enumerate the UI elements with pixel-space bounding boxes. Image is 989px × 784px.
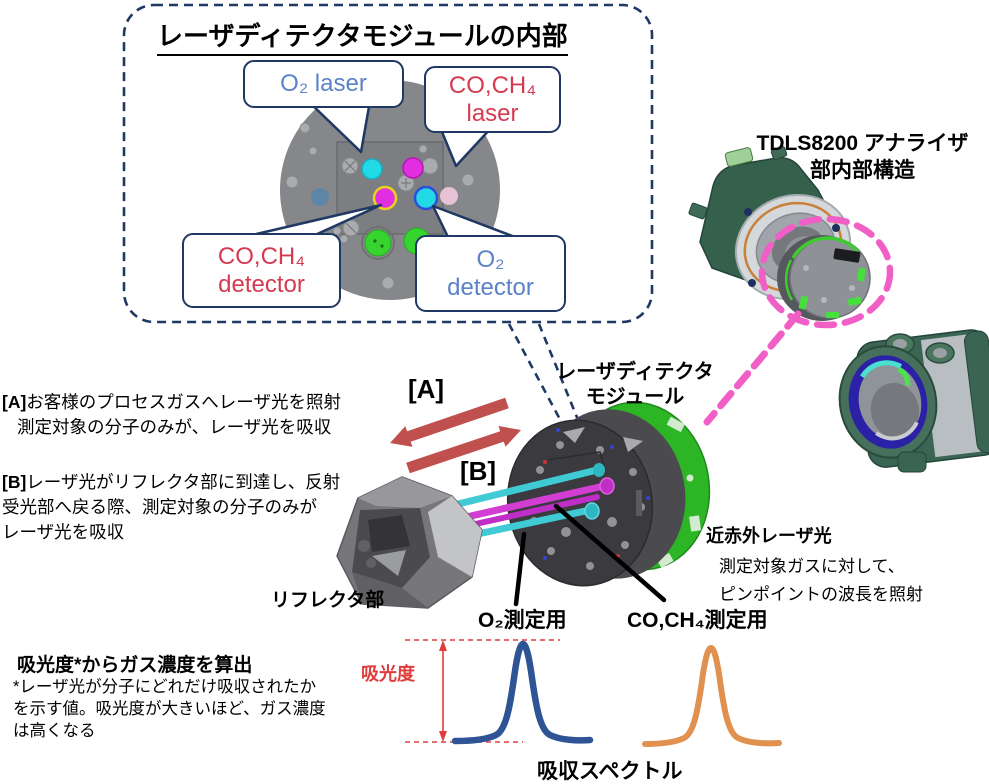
path-a-label: [A]	[408, 374, 445, 404]
callout-o2-laser-label: O₂ laser	[280, 70, 367, 98]
callout-tails	[250, 99, 517, 239]
description-a-line1: [A]お客様のプロセスガスへレーザ光を照射	[2, 390, 347, 415]
co-ch4-laser-window	[402, 157, 424, 179]
o2-measure-label: O₂測定用	[478, 609, 567, 632]
spectrum-caption: 吸収スペクトル	[537, 760, 683, 783]
nir-text-block: 近赤外レーザ光 測定対象ガスに対して、 ピンポイントの波長を照射	[706, 522, 986, 605]
callout-co-ch4-laser-line1: CO,CH₄	[448, 71, 537, 99]
analyzer-module-small	[777, 235, 871, 321]
absorbance-note: *レーザ光が分子にどれだけ吸収されたか を示す値。吸光度が大きいほど、ガス濃度 …	[13, 676, 343, 742]
description-b: [B]レーザ光がリフレクタ部に到達し、反射 受光部へ戻る際、測定対象の分子のみが…	[2, 470, 347, 545]
description-b-text1: レーザ光がリフレクタ部に到達し、反射	[26, 472, 341, 492]
analyzer-housing-right	[838, 329, 989, 473]
absorbance-note-line3: は高くなる	[13, 722, 96, 740]
co-ch4-measure-label: CO,CH₄測定用	[627, 609, 768, 632]
analyzer-exploded-illustration	[688, 145, 989, 473]
leader-lines	[513, 503, 667, 607]
pink-highlight-circle	[758, 215, 894, 329]
description-b-line3: レーザ光を吸収	[2, 522, 125, 542]
callout-co-ch4-laser-line2: laser	[466, 99, 519, 127]
callout-co-ch4-detector-line2: detector	[218, 270, 305, 298]
module-label-line2: モジュール	[585, 386, 685, 408]
absorbance-axis-label: 吸光度	[361, 664, 415, 684]
callout-o2-laser: O₂ laser	[243, 60, 404, 108]
inner-module-title: レーザディテクタモジュールの内部	[157, 16, 568, 56]
laser-detector-module-illustration	[506, 401, 711, 587]
callout-o2-detector-line1: O₂	[476, 245, 505, 273]
description-b-prefix: [B]	[2, 472, 27, 492]
analyzer-title-line2: 部内部構造	[810, 159, 915, 182]
o2-laser-window	[361, 158, 383, 180]
absorbance-heading: 吸光度*からガス濃度を算出	[17, 655, 253, 676]
callout-co-ch4-detector-line1: CO,CH₄	[217, 242, 306, 270]
callout-co-ch4-detector: CO,CH₄ detector	[182, 233, 341, 308]
reflector-label: リフレクタ部	[271, 590, 385, 611]
beam-b-arrow	[406, 426, 521, 474]
description-a-text1: お客様のプロセスガスへレーザ光を照射	[26, 392, 341, 412]
beam-a-arrow	[390, 397, 509, 447]
absorbance-note-line2: を示す値。吸光度が大きいほど、ガス濃度	[13, 700, 326, 718]
nir-line2: ピンポイントの波長を照射	[719, 585, 923, 604]
analyzer-title-line1: TDLS8200 アナライザ	[756, 132, 969, 155]
callout-o2-detector: O₂ detector	[415, 235, 566, 312]
path-b-label: [B]	[460, 456, 497, 486]
co-ch4-detector-window	[372, 185, 398, 211]
o2-spectrum-curve	[451, 640, 594, 745]
analyzer-title: TDLS8200 アナライザ 部内部構造	[736, 130, 989, 184]
module-label: レーザディテクタ モジュール	[556, 360, 714, 410]
absorbance-arrow	[439, 640, 447, 742]
module-label-line1: レーザディテクタ	[556, 361, 714, 383]
nir-line1: 測定対象ガスに対して、	[719, 557, 905, 576]
co-ch4-leader-line	[553, 503, 667, 603]
description-a-prefix: [A]	[2, 392, 27, 412]
nir-title: 近赤外レーザ光	[706, 526, 832, 546]
reflector-illustration	[336, 476, 483, 609]
description-b-line1: [B]レーザ光がリフレクタ部に到達し、反射	[2, 470, 347, 495]
co-ch4-spectrum-curve	[642, 644, 782, 747]
callout-co-ch4-laser: CO,CH₄ laser	[424, 66, 561, 133]
absorbance-note-line1: *レーザ光が分子にどれだけ吸収されたか	[13, 678, 317, 696]
description-a: [A]お客様のプロセスガスへレーザ光を照射 測定対象の分子のみが、レーザ光を吸収	[2, 390, 347, 440]
description-a-line2: 測定対象の分子のみが、レーザ光を吸収	[17, 417, 332, 437]
callout-o2-detector-line2: detector	[447, 273, 534, 301]
o2-leader-line	[513, 531, 527, 607]
description-b-line2: 受光部へ戻る際、測定対象の分子のみが	[2, 497, 317, 517]
o2-detector-window	[413, 185, 439, 211]
